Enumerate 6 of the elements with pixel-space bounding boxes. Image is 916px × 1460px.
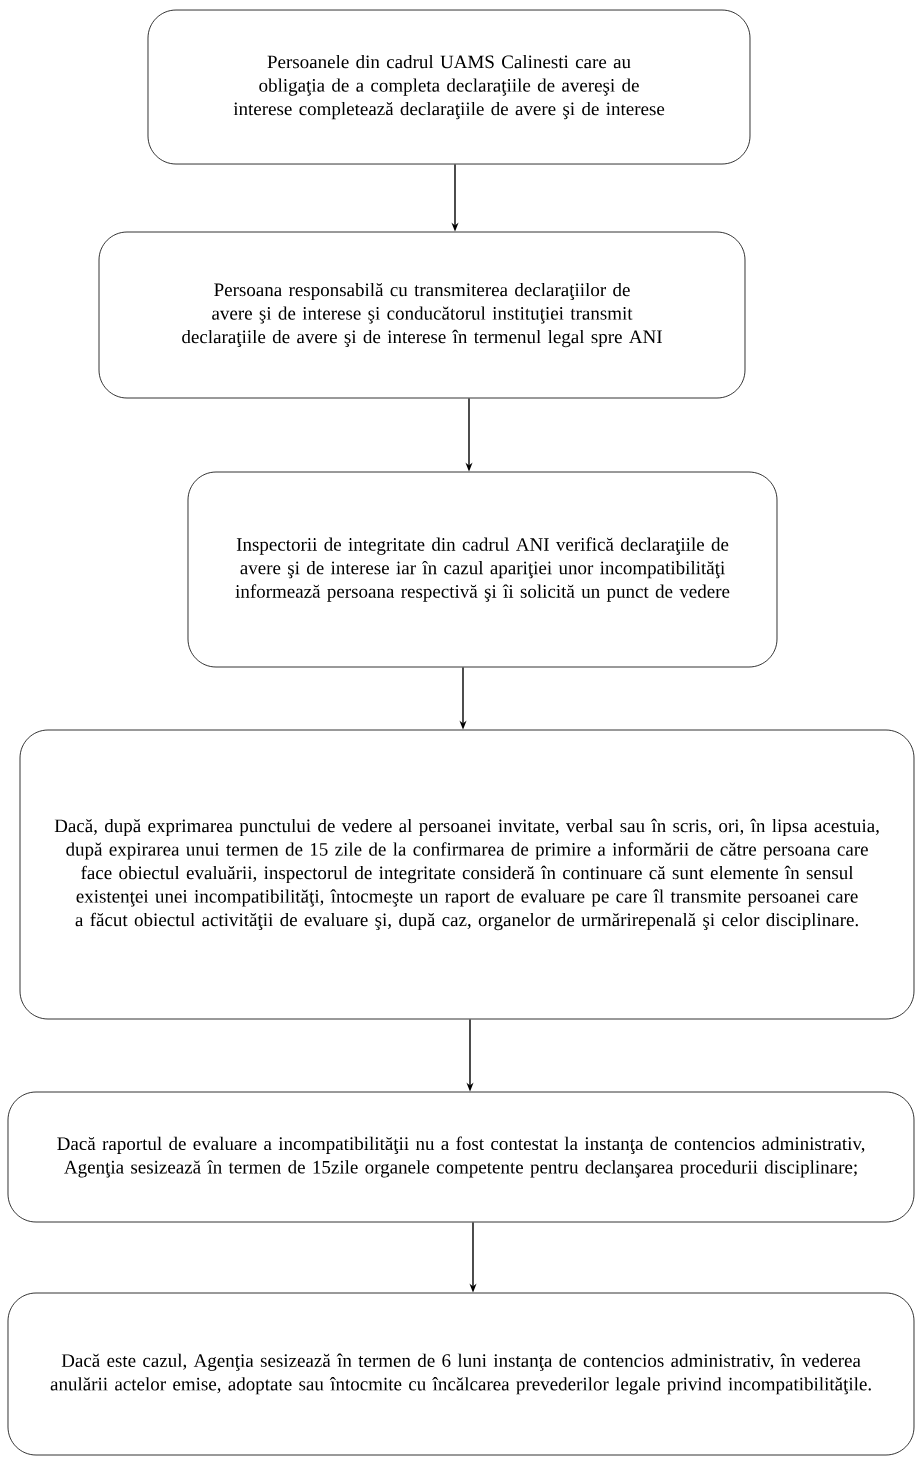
process-box: Dacă, după exprimarea punctului de vedere al persoanei invitate, verbal sau în scris, ori, în lipsa acestuia, după expirarea unui termen de 15 zile de la confirmarea de primire a informării de către persoana care face obiectul evaluării, inspectorul de integritate consideră în continuare că sunt elemente în sensul existenţei unei incompatibilităţi, întocmeşte un raport de evaluare pe care îl transmite persoanei care a făcut obiectul activităţii de evaluare şi, după caz, organelor de urmărirepenală şi celor disciplinare. [19, 729, 915, 1020]
process-box: Persoanele din cadrul UAMS Calinesti care au obligaţia de a completa declaraţiile de avereşi de interese completează declaraţiile de avere şi de interese [147, 9, 751, 165]
process-box: Dacă raportul de evaluare a incompatibilităţii nu a fost contestat la instanţa de contencios administrativ, Agenţia sesizează în termen de 15zile organele competente pentru declanşarea procedurii disciplinare; [7, 1091, 915, 1223]
process-box: Dacă este cazul, Agenţia sesizează în termen de 6 luni instanţa de contencios administrativ, în vederea anulării actelor emise, adoptate sau întocmite cu încălcarea prevederilor legale privind incompatibilităţile. [7, 1292, 915, 1456]
process-box: Inspectorii de integritate din cadrul ANI verifică declaraţiile de avere şi de interese iar în cazul apariţiei unor incompatibilităţi informează persoana respectivă şi îi solicită un punct de vedere [187, 471, 778, 668]
process-box: Persoana responsabilă cu transmiterea declaraţiilor de avere şi de interese şi conducătorul instituţiei transmit declaraţiile de avere şi de interese în termenul legal spre ANI [98, 231, 746, 399]
